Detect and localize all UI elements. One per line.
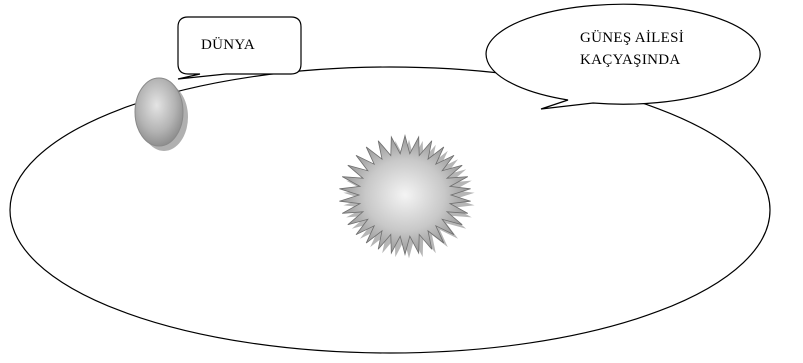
sun-shape bbox=[339, 136, 474, 259]
question-line-1: GÜNEŞ AİLESİ bbox=[580, 29, 684, 46]
earth-planet bbox=[135, 78, 188, 151]
earth-label: DÜNYA bbox=[201, 36, 255, 53]
question-callout: GÜNEŞ AİLESİ KAÇYAŞINDA bbox=[486, 4, 760, 109]
question-line-2: KAÇYAŞINDA bbox=[580, 52, 681, 68]
earth-callout: DÜNYA bbox=[178, 17, 301, 79]
